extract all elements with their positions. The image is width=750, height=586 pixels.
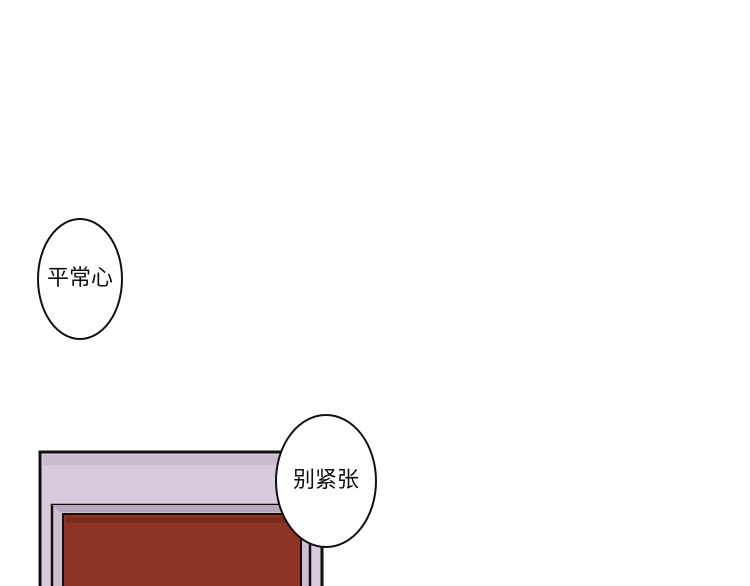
doorway (38, 450, 324, 586)
speech-bubble-1 (37, 218, 123, 340)
speech-bubble-2 (275, 414, 377, 548)
bubble-text-2: 别紧张 (292, 468, 359, 493)
bubble-text-1: 平常心 (46, 266, 113, 291)
door-panel-shade (66, 517, 298, 523)
door-frame-bevel (52, 505, 310, 512)
door-panel (62, 513, 302, 586)
wall-shadow (43, 455, 319, 465)
